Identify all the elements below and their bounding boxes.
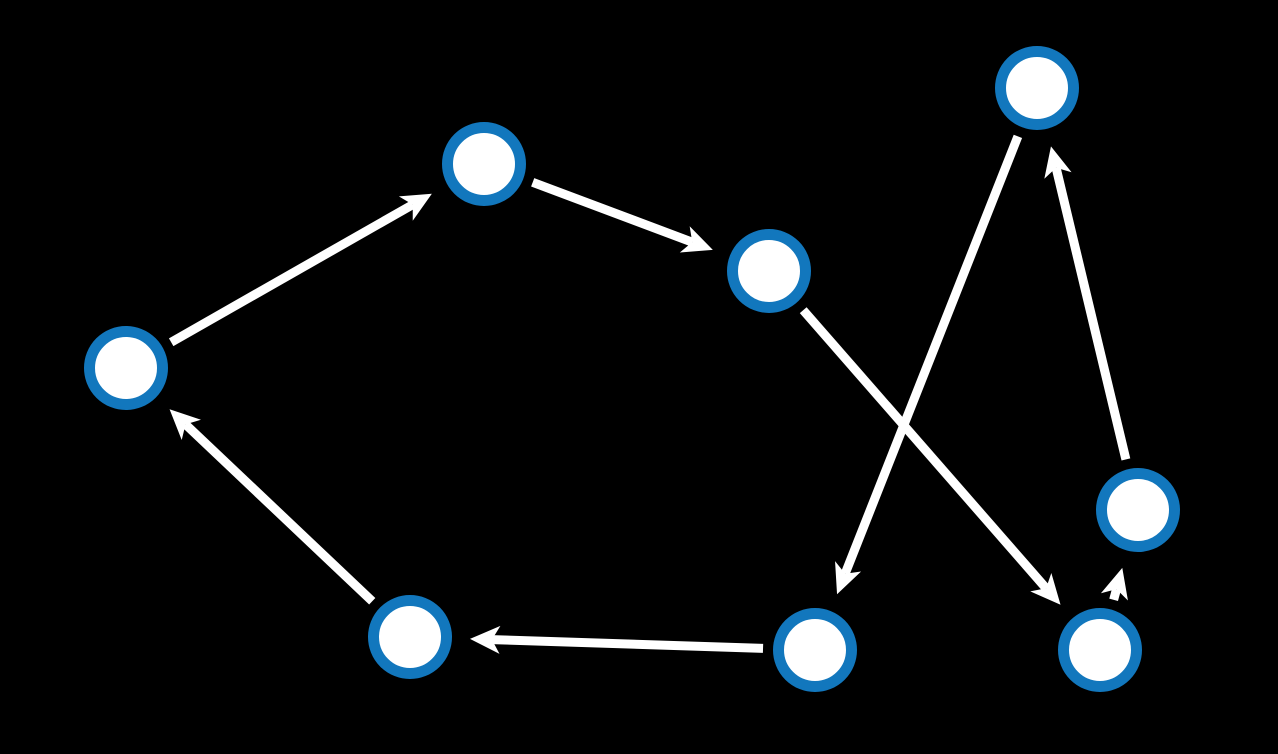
edge-arrowhead bbox=[1030, 573, 1061, 605]
graph-node-n4 bbox=[84, 326, 168, 410]
edge-shaft bbox=[799, 307, 1050, 592]
edge-shaft bbox=[182, 421, 376, 605]
edge-arrowhead bbox=[1044, 146, 1072, 179]
edge-shaft bbox=[1109, 587, 1121, 601]
graph-node-n7 bbox=[773, 608, 857, 692]
edge-shaft bbox=[531, 178, 694, 247]
edge-arrowhead bbox=[1100, 567, 1128, 601]
edge-shaft bbox=[168, 200, 415, 347]
node-layer bbox=[84, 46, 1180, 692]
edge-layer bbox=[168, 134, 1131, 654]
graph-edge-n2-n3 bbox=[531, 178, 713, 253]
graph-edge-n6-n4 bbox=[169, 409, 376, 605]
edge-shaft bbox=[1051, 166, 1131, 461]
graph-node-n6 bbox=[368, 595, 452, 679]
graph-node-n5 bbox=[1096, 468, 1180, 552]
graph-node-n2 bbox=[442, 122, 526, 206]
graph-edge-n5-n1 bbox=[1044, 146, 1131, 461]
graph-edge-n1-n7 bbox=[835, 134, 1023, 595]
edge-arrowhead bbox=[469, 625, 501, 654]
edge-arrowhead bbox=[679, 226, 713, 253]
graph-node-n3 bbox=[727, 229, 811, 313]
graph-edge-n8-n5 bbox=[1100, 567, 1128, 601]
edge-arrowhead bbox=[398, 193, 432, 221]
edge-arrowhead bbox=[835, 561, 862, 595]
graph-node-n1 bbox=[995, 46, 1079, 130]
edge-shaft bbox=[491, 635, 764, 653]
graph-node-n8 bbox=[1058, 608, 1142, 692]
graph-edge-n3-n8 bbox=[799, 307, 1061, 605]
graph-edge-n7-n6 bbox=[469, 625, 764, 654]
edge-shaft bbox=[840, 134, 1023, 576]
graph-edge-n4-n2 bbox=[168, 193, 432, 347]
edge-arrowhead bbox=[169, 409, 201, 441]
